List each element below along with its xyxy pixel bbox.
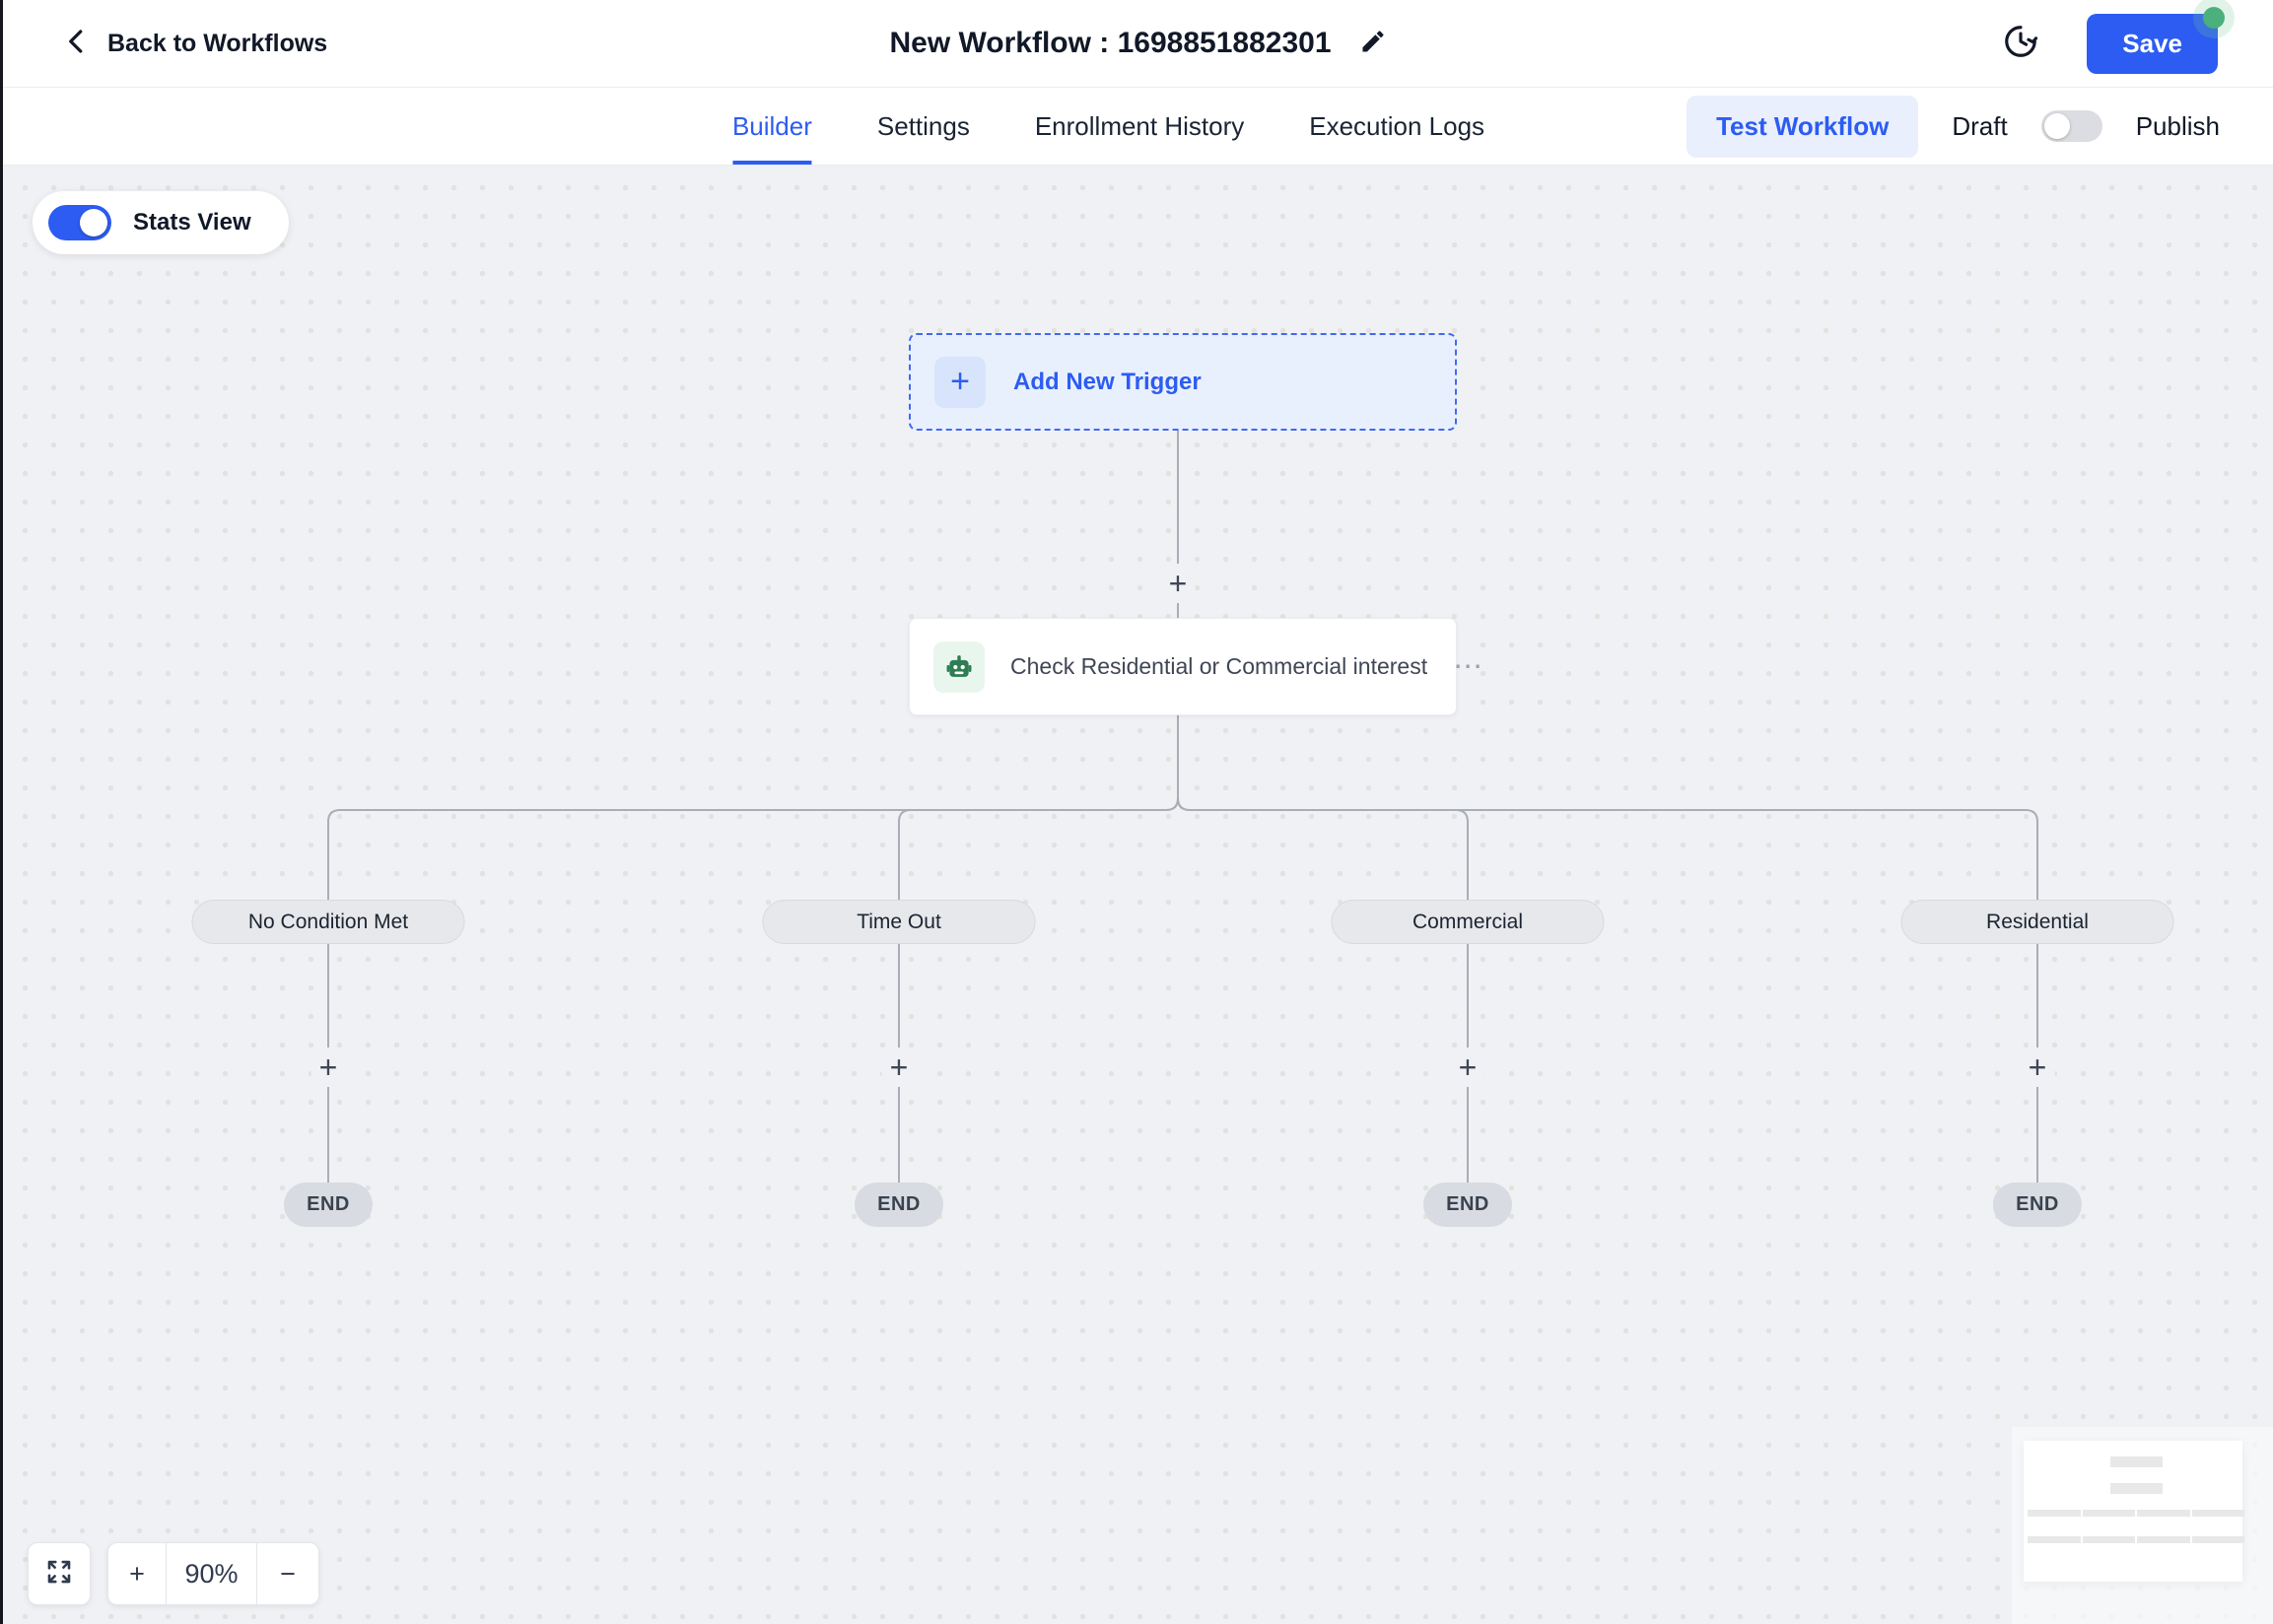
toggle-knob	[2043, 113, 2070, 139]
plus-icon: +	[934, 356, 986, 408]
zoom-in-button[interactable]: +	[129, 1558, 145, 1589]
end-node: END	[284, 1183, 373, 1227]
save-button[interactable]: Save	[2087, 6, 2225, 74]
publish-toggle[interactable]	[2040, 110, 2102, 142]
draft-label: Draft	[1952, 110, 2008, 141]
minimap-action-node	[2110, 1483, 2163, 1494]
minimap[interactable]	[2024, 1441, 2244, 1582]
branch-label-commercial: Commercial	[1331, 900, 1605, 944]
robot-icon	[933, 641, 985, 693]
zoom-level-display: 90%	[166, 1543, 257, 1604]
branch-label-time-out: Time Out	[762, 900, 1036, 944]
version-history-button[interactable]	[2002, 23, 2039, 65]
stats-view-label: Stats View	[133, 209, 251, 236]
chevron-left-icon	[62, 27, 92, 61]
back-to-workflows-button[interactable]: Back to Workflows	[62, 27, 327, 61]
action-node-menu-button[interactable]: ⋯	[1453, 650, 1485, 683]
add-step-button[interactable]: +	[881, 1048, 917, 1087]
add-step-button[interactable]: +	[310, 1048, 346, 1087]
zoom-out-button[interactable]: −	[280, 1558, 296, 1589]
tab-bar: Builder Settings Enrollment History Exec…	[3, 88, 2273, 166]
add-step-button[interactable]: +	[1450, 1048, 1485, 1087]
fit-view-button[interactable]	[28, 1542, 91, 1605]
action-node-label: Check Residential or Commercial interest	[1010, 653, 1428, 679]
branch-label-no-condition-met: No Condition Met	[191, 900, 465, 944]
tab-settings[interactable]: Settings	[876, 110, 970, 141]
workflow-canvas[interactable]: Stats View + Add New Trigger +	[3, 166, 2273, 1624]
end-node: END	[855, 1183, 943, 1227]
branch-label-residential: Residential	[1900, 900, 2174, 944]
test-workflow-button[interactable]: Test Workflow	[1687, 95, 1919, 158]
unsaved-changes-dot	[2203, 6, 2225, 29]
expand-arrows-icon	[44, 1557, 74, 1591]
tab-execution-logs[interactable]: Execution Logs	[1309, 110, 1485, 141]
minimap-end-row	[2028, 1536, 2244, 1543]
add-step-button[interactable]: +	[1160, 564, 1196, 603]
add-new-trigger-label: Add New Trigger	[1013, 368, 1202, 395]
minimap-trigger-node	[2110, 1456, 2163, 1467]
publish-label: Publish	[2135, 110, 2220, 141]
header: Back to Workflows New Workflow : 1698851…	[3, 0, 2273, 88]
minimap-backdrop	[2012, 1427, 2273, 1624]
clock-history-icon	[2002, 25, 2039, 64]
stats-view-pill: Stats View	[33, 191, 289, 254]
page-title: New Workflow : 1698851882301	[889, 27, 1332, 59]
tab-enrollment-history[interactable]: Enrollment History	[1034, 110, 1245, 141]
minimap-branch-row	[2028, 1510, 2244, 1517]
zoom-controls: + 90% −	[107, 1542, 319, 1605]
back-label: Back to Workflows	[107, 29, 328, 57]
add-step-button[interactable]: +	[2020, 1048, 2055, 1087]
end-node: END	[1993, 1183, 2082, 1227]
action-node-condition[interactable]: Check Residential or Commercial interest…	[909, 618, 1482, 715]
add-new-trigger-button[interactable]: + Add New Trigger	[909, 333, 1457, 431]
tab-builder[interactable]: Builder	[731, 88, 812, 165]
stats-view-toggle[interactable]	[48, 205, 111, 240]
toggle-knob	[80, 209, 107, 237]
end-node: END	[1423, 1183, 1512, 1227]
pencil-icon	[1359, 30, 1387, 59]
edit-title-button[interactable]	[1359, 28, 1387, 60]
